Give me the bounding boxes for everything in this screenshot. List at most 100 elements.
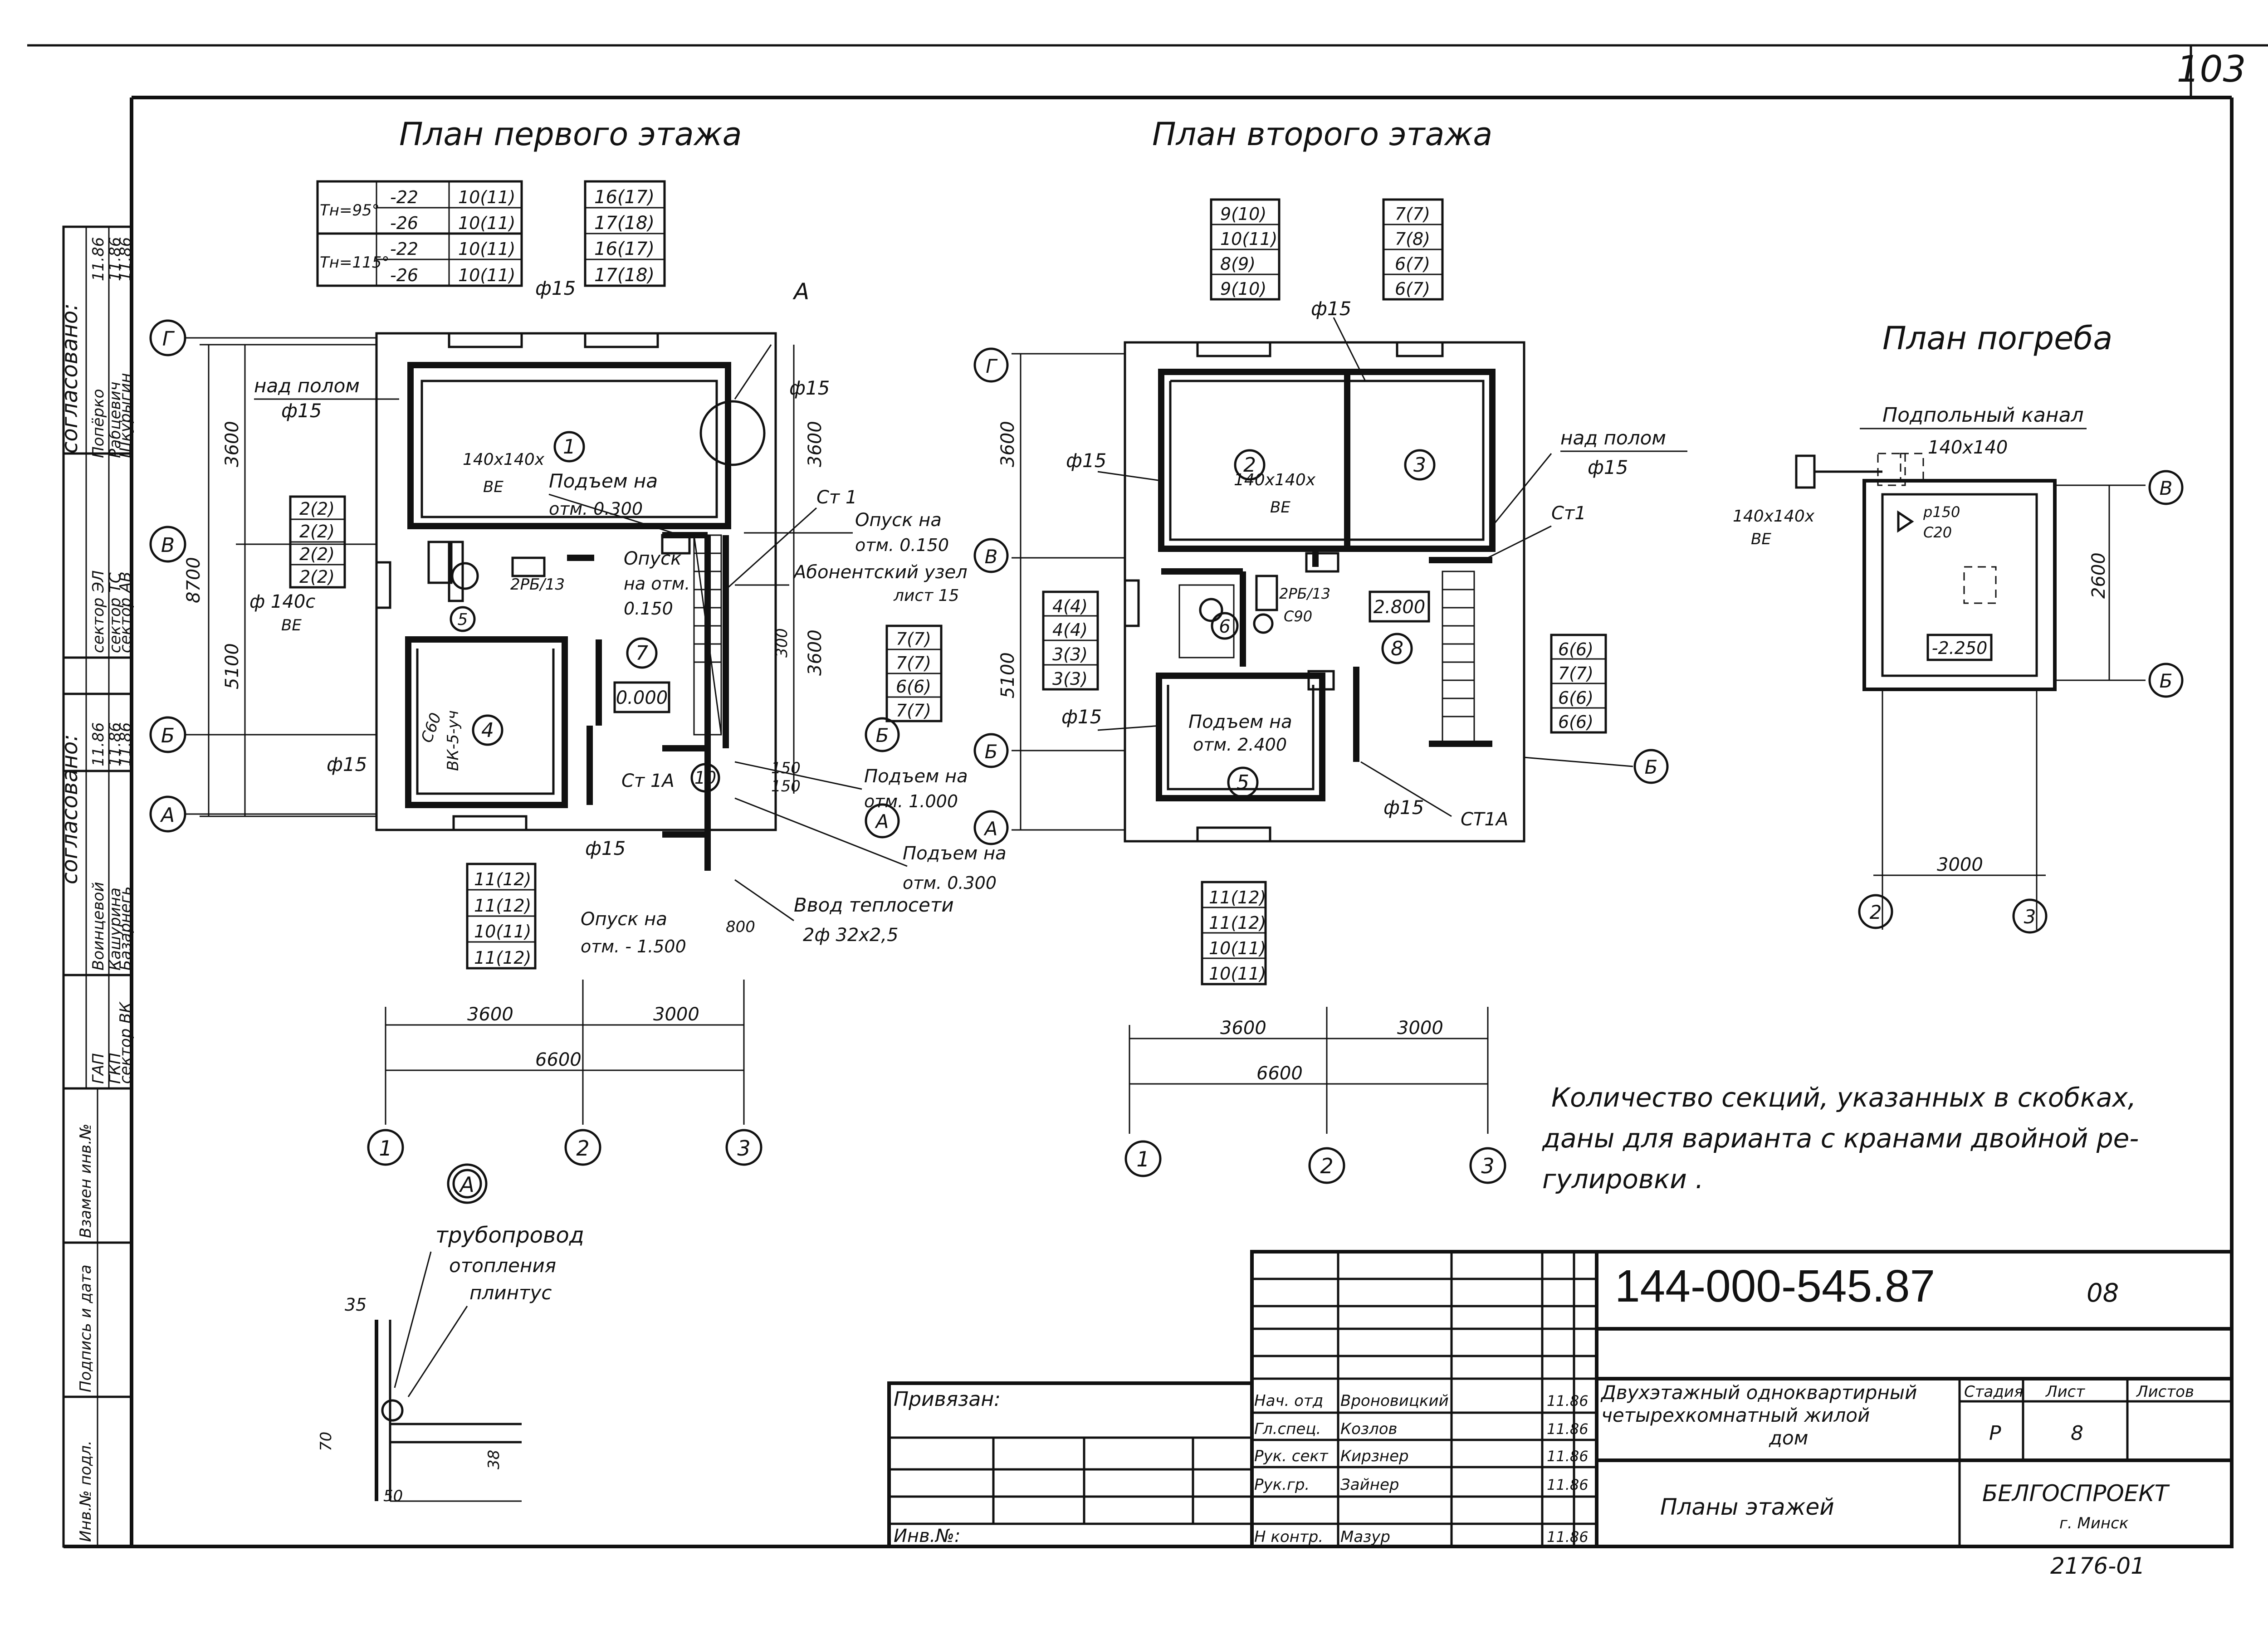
approval-lname-1: Воинцевой bbox=[89, 882, 108, 971]
sf-room-no-8: 8 bbox=[1391, 637, 1403, 660]
sf-tr-2: 7(8) bbox=[1395, 229, 1430, 249]
ff-tb-2: 11(12) bbox=[474, 896, 531, 916]
ff-lbl-nad-polom: над полом bbox=[254, 375, 360, 397]
ff-lbl-be: ВЕ bbox=[483, 478, 503, 496]
cellar-level: -2.250 bbox=[1932, 638, 1988, 658]
cellar-outline bbox=[1862, 479, 2057, 691]
ff-tml-2: 2(2) bbox=[299, 522, 335, 541]
tb-name-2: Козлов bbox=[1340, 1420, 1398, 1438]
tb-role-2: Гл.спец. bbox=[1254, 1420, 1321, 1438]
ff-lbl-abon-uzel: Абонентский узел bbox=[792, 562, 968, 583]
ff-lbl-podem-2: Подъем на bbox=[864, 766, 968, 787]
tb-date-1: 11.86 bbox=[1547, 1392, 1589, 1410]
ff-axis-v: В bbox=[161, 534, 175, 557]
approval-header: согласовано: bbox=[57, 303, 83, 454]
ff-lbl-st1a: Ст 1А bbox=[621, 771, 675, 791]
sf-tr2-1: 6(6) bbox=[1558, 639, 1593, 659]
sf-room-no-3: 3 bbox=[1413, 454, 1426, 477]
ff-lbl-opusk-na: Опуск на bbox=[855, 510, 942, 531]
sf-tl-1: 9(10) bbox=[1220, 204, 1266, 224]
sf-lbl-otm-2400: отм. 2.400 bbox=[1193, 735, 1287, 755]
tb-name-1: Вроновицкий bbox=[1340, 1392, 1449, 1410]
detail-pipe-1: трубопровод bbox=[435, 1223, 584, 1248]
strip-cell-replace: Взамен инв.№ bbox=[77, 1124, 95, 1238]
sf-dim-6600: 6600 bbox=[1256, 1063, 1303, 1084]
tb-sheet-h: Лист bbox=[2045, 1383, 2085, 1401]
ff-lbl-vvod: Ввод теплосети bbox=[794, 894, 954, 916]
approval-name-2: Рабцевич bbox=[106, 381, 124, 458]
cellar-channel-size: 140х140 bbox=[1928, 437, 2008, 458]
sf-room-no-5: 5 bbox=[1237, 771, 1249, 794]
sf-table-mid: 4(4) 4(4) 3(3) 3(3) bbox=[1042, 590, 1099, 691]
ff-lbl-c60: С60 bbox=[418, 710, 445, 745]
cellar-dim-2600: 2600 bbox=[2088, 552, 2109, 599]
sf-tm-2: 4(4) bbox=[1052, 620, 1088, 640]
tb-project-3: дом bbox=[1769, 1427, 1808, 1449]
ff-axis-2: 2 bbox=[576, 1136, 589, 1161]
tb-name-4: Зайнер bbox=[1340, 1476, 1399, 1494]
cellar-axis-2: 2 bbox=[1870, 901, 1882, 923]
sf-dim-3000: 3000 bbox=[1397, 1018, 1443, 1039]
sf-axis-b: Б bbox=[985, 741, 998, 763]
tb-project-2: четырехкомнатный жилой bbox=[1601, 1404, 1870, 1426]
tb-code: 144-000-545.87 bbox=[1615, 1261, 1935, 1312]
tb-role-5: Н контр. bbox=[1254, 1528, 1323, 1546]
approval-lname-3: Базарнегь bbox=[117, 886, 135, 971]
sf-level-2800: 2.800 bbox=[1374, 597, 1426, 618]
approval-lname-2: Кашурина bbox=[106, 888, 124, 971]
ff-lbl-be2: ВЕ bbox=[281, 616, 302, 634]
cellar-c20: С20 bbox=[1923, 524, 1952, 541]
ff-room-no-4: 4 bbox=[481, 719, 494, 742]
ff-axis-b-right: Б bbox=[876, 724, 889, 746]
approval-role-1: ГАП bbox=[89, 1053, 108, 1084]
ff-tb-1: 11(12) bbox=[474, 869, 531, 889]
sf-room-3 bbox=[1344, 369, 1496, 552]
approval-role-3: сектор ВК bbox=[117, 1001, 135, 1084]
ff-tr-4: 17(18) bbox=[594, 265, 655, 286]
tb-name-5: Мазур bbox=[1340, 1528, 1390, 1546]
ff-room-1 bbox=[407, 362, 731, 529]
ff-lbl-otm-1000: отм. 1.000 bbox=[864, 791, 958, 811]
ff-tml-1: 2(2) bbox=[299, 499, 335, 519]
ff-tmr-4: 7(7) bbox=[896, 701, 931, 721]
approval-date-2: 11.86 bbox=[106, 237, 124, 281]
tb-project-1: Двухэтажный одноквартирный bbox=[1600, 1381, 1917, 1404]
note-line-1: Количество секций, указанных в скобках, bbox=[1551, 1082, 2136, 1113]
sf-table-right: 7(7) 7(8) 6(7) 6(7) bbox=[1382, 198, 1444, 301]
sf-tr-4: 6(7) bbox=[1395, 279, 1430, 299]
ff-lbl-na-otm: на отм. bbox=[624, 574, 690, 594]
sf-table-right2: 6(6) 7(7) 6(6) 6(6) bbox=[1550, 634, 1607, 734]
detail-a: А трубопровод отопления плинтус 35 70 38… bbox=[317, 1163, 584, 1505]
approval-date-3: 11.86 bbox=[117, 237, 135, 281]
tb-date-5: 11.86 bbox=[1547, 1528, 1589, 1546]
sf-tm-3: 3(3) bbox=[1052, 644, 1088, 664]
tb-sheet: 8 bbox=[2071, 1422, 2083, 1445]
ff-stair bbox=[693, 534, 722, 736]
sf-lbl-d15-sw: ф15 bbox=[1061, 706, 1102, 728]
corner-sheet-number: 103 bbox=[2177, 48, 2246, 90]
ff-tn2: Тн=115° bbox=[320, 254, 389, 272]
note-line-3: гулировки . bbox=[1542, 1164, 1704, 1195]
ff-room-4 bbox=[405, 636, 568, 808]
ff-lbl-vent: 140х140х bbox=[463, 450, 545, 469]
cellar-be: ВЕ bbox=[1751, 530, 1771, 548]
ff-tl-r4b: 10(11) bbox=[458, 265, 515, 285]
sf-lbl-d15-top: ф15 bbox=[1311, 298, 1351, 320]
title-first-floor: План первого этажа bbox=[399, 116, 742, 153]
detail-marker: А bbox=[459, 1172, 474, 1197]
sf-room-no-2: 2 bbox=[1243, 454, 1256, 477]
cellar-plan: Подпольный канал 140х140 140х140х ВЕ р15… bbox=[1733, 404, 2184, 934]
ff-table-left: Тн=95° Тн=115° -22 10(11) -26 10(11) -22… bbox=[316, 180, 523, 287]
sf-lbl-d15-bottom: ф15 bbox=[1383, 796, 1424, 819]
ff-lbl-list15: лист 15 bbox=[893, 586, 959, 605]
ff-dim-150a: 150 bbox=[771, 759, 801, 777]
sf-tb-1: 11(12) bbox=[1209, 888, 1266, 907]
strip-cell-signature: Подпись и дата bbox=[77, 1264, 95, 1392]
ff-dim-150b: 150 bbox=[771, 777, 801, 795]
cellar-p150: р150 bbox=[1923, 503, 1960, 521]
sf-axis-b-right: Б bbox=[1645, 756, 1658, 778]
ff-tml-4: 2(2) bbox=[299, 567, 335, 587]
ff-axis-3: 3 bbox=[737, 1136, 750, 1161]
ff-lbl-podem-3: Подъем на bbox=[903, 843, 1007, 864]
